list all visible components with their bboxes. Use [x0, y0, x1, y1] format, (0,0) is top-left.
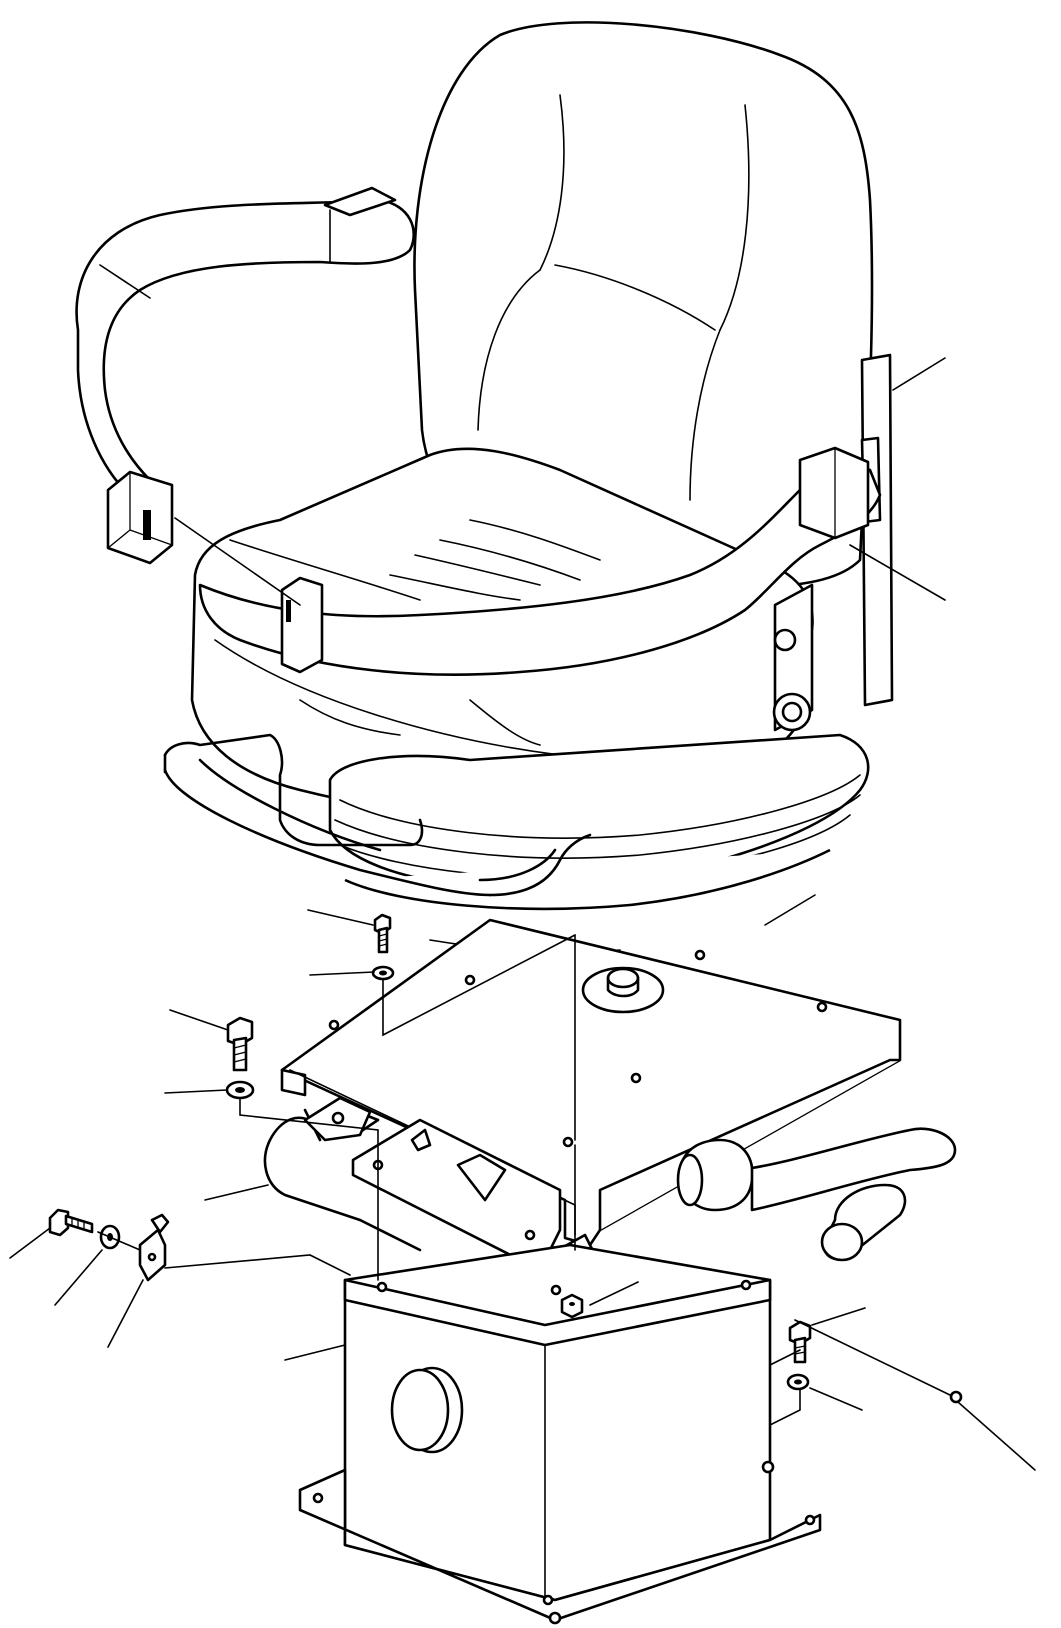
base-box: [298, 1243, 822, 1622]
bolt-small-left: [48, 1208, 94, 1237]
right-armrest: [198, 446, 882, 676]
upper-plate: [280, 918, 902, 1247]
bolt-top-plate: [373, 913, 392, 954]
washer-top-plate: [371, 965, 395, 981]
seat-backrest: [413, 21, 894, 707]
assembly-lines: [97, 934, 951, 1441]
leader-lines: [9, 264, 1036, 1471]
nut-bottom: [560, 1293, 584, 1319]
bolt-right: [788, 1320, 812, 1364]
tube-frame: [163, 733, 592, 897]
clip-bracket: [138, 1213, 170, 1282]
swivel-lever: [676, 1127, 957, 1262]
suspension-bellows: [328, 733, 870, 953]
washer-right: [786, 1373, 810, 1391]
washer-left: [225, 1080, 255, 1100]
floor-holes: [548, 1390, 963, 1625]
lower-handle: [263, 1096, 422, 1252]
left-armrest: [75, 186, 416, 565]
bolt-left: [226, 1016, 254, 1072]
